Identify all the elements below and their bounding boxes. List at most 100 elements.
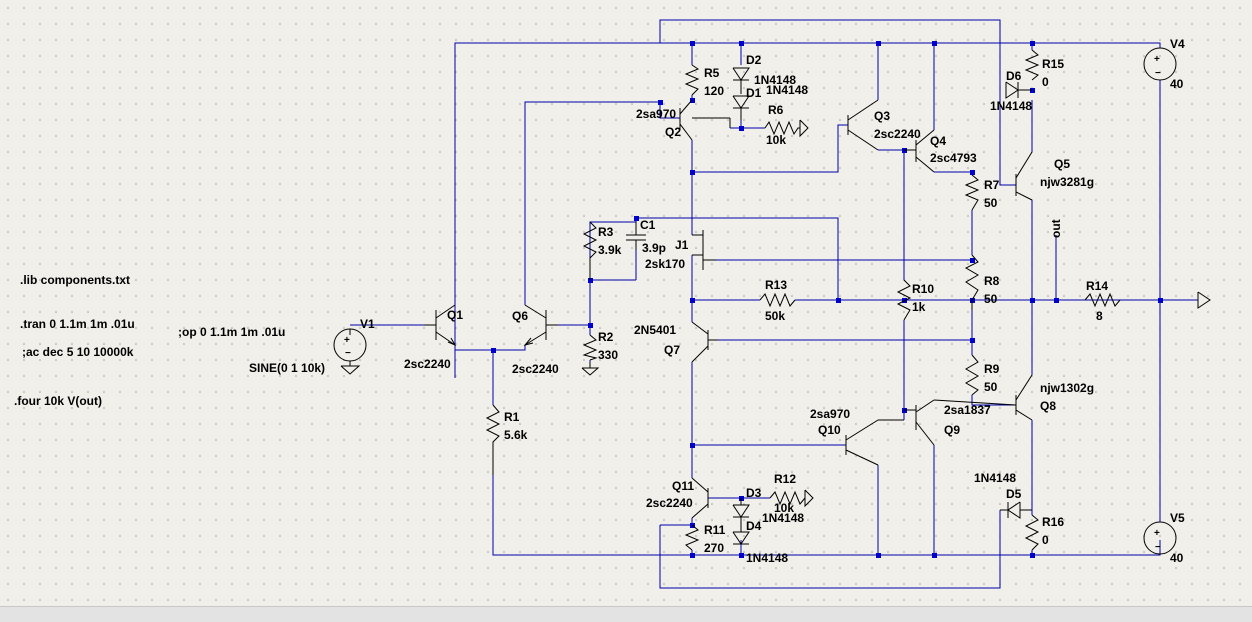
source-v1[interactable]: + − <box>333 328 367 375</box>
op-directive[interactable]: ;op 0 1.1m 1m .01u <box>178 325 285 339</box>
d1-name: D1 <box>746 86 762 100</box>
q10-model: 2sa970 <box>810 407 850 421</box>
q7-model: 2N5401 <box>634 323 676 337</box>
grid-background <box>0 0 1252 606</box>
r10-value: 1k <box>912 300 926 314</box>
directives: .lib components.txt .tran 0 1.1m 1m .01u… <box>14 273 285 408</box>
four-directive[interactable]: .four 10k V(out) <box>14 394 102 408</box>
ac-directive[interactable]: ;ac dec 5 10 10000k <box>22 345 134 359</box>
svg-text:+: + <box>1154 528 1160 539</box>
resistor-symbols <box>485 49 1121 551</box>
wires <box>350 19 1198 589</box>
q7-name: Q7 <box>664 343 680 357</box>
d4-name: D4 <box>746 519 762 533</box>
d2-name: D2 <box>746 53 762 67</box>
d1-model-visible: 1N4148 <box>766 83 808 97</box>
r8-name: R8 <box>984 274 1000 288</box>
q4-model: 2sc4793 <box>930 151 977 165</box>
d5-name: D5 <box>1006 487 1022 501</box>
diode-symbols <box>732 67 1032 545</box>
j1-model: 2sk170 <box>645 257 685 271</box>
r9-name: R9 <box>984 362 1000 376</box>
tran-directive[interactable]: .tran 0 1.1m 1m .01u <box>20 317 135 331</box>
r15-name: R15 <box>1042 57 1064 71</box>
d6-name: D6 <box>1006 69 1022 83</box>
v1-value: SINE(0 1 10k) <box>249 361 325 375</box>
terminals <box>581 119 1211 508</box>
c1-value: 3.9p <box>642 241 666 255</box>
r11-name: R11 <box>704 523 726 537</box>
q6-name: Q6 <box>512 309 528 323</box>
v5-name: V5 <box>1170 511 1185 525</box>
status-bar <box>0 606 1252 622</box>
q11-model: 2sc2240 <box>646 496 693 510</box>
q8-model: njw1302g <box>1040 381 1094 395</box>
source-v4[interactable]: + − <box>1143 47 1177 88</box>
q4-name: Q4 <box>930 134 946 148</box>
out-net-label[interactable]: out <box>1049 219 1063 238</box>
r13-value: 50k <box>765 309 785 323</box>
r6-value: 10k <box>766 133 786 147</box>
lib-directive[interactable]: .lib components.txt <box>20 273 130 287</box>
v5-value: 40 <box>1170 551 1184 565</box>
r14-name: R14 <box>1086 279 1108 293</box>
r9-value: 50 <box>984 380 998 394</box>
r3-name: R3 <box>598 225 614 239</box>
r6-name: R6 <box>768 103 784 117</box>
r14-value: 8 <box>1096 309 1103 323</box>
r5-name: R5 <box>704 66 720 80</box>
schematic-canvas[interactable]: + − + − + − <box>0 0 1252 606</box>
d2-model: 1N4148 <box>754 73 796 87</box>
q5-name: Q5 <box>1054 157 1070 171</box>
svg-text:+: + <box>1154 54 1160 65</box>
svg-text:−: − <box>1155 542 1161 553</box>
capacitor-c1 <box>626 222 646 250</box>
q1-name: Q1 <box>447 308 463 322</box>
q6-model: 2sc2240 <box>512 362 559 376</box>
r16-value: 0 <box>1042 533 1049 547</box>
r12-name: R12 <box>774 472 796 486</box>
r1-value: 5.6k <box>504 428 528 442</box>
r11-value: 270 <box>704 541 724 555</box>
q1-model: 2sc2240 <box>404 357 451 371</box>
r12-value: 10k <box>774 501 794 515</box>
r7-name: R7 <box>984 178 1000 192</box>
q5-model: njw3281g <box>1040 175 1094 189</box>
q8-name: Q8 <box>1040 399 1056 413</box>
v4-value: 40 <box>1170 77 1184 91</box>
q10-name: Q10 <box>818 423 841 437</box>
c1-name: C1 <box>640 218 656 232</box>
r3-value: 3.9k <box>598 243 622 257</box>
q2-model: 2sa970 <box>636 107 676 121</box>
svg-text:−: − <box>345 348 351 359</box>
component-labels: V1 SINE(0 1 10k) V4 40 V5 40 Q1 2sc2240 … <box>249 37 1185 565</box>
r13-name: R13 <box>765 278 787 292</box>
r5-value: 120 <box>704 84 724 98</box>
d5-model: 1N4148 <box>974 471 1016 485</box>
r15-value: 0 <box>1042 75 1049 89</box>
v4-name: V4 <box>1170 37 1185 51</box>
r7-value: 50 <box>984 196 998 210</box>
q11-name: Q11 <box>672 479 694 493</box>
svg-text:−: − <box>1155 68 1161 79</box>
r10-name: R10 <box>912 282 934 296</box>
q2-name: Q2 <box>665 125 681 139</box>
r2-name: R2 <box>598 330 614 344</box>
v1-name: V1 <box>360 317 375 331</box>
q3-name: Q3 <box>874 109 890 123</box>
r16-name: R16 <box>1042 515 1064 529</box>
d3-model: 1N4148 <box>746 551 788 565</box>
r1-name: R1 <box>504 410 520 424</box>
j1-name: J1 <box>675 238 689 252</box>
r8-value: 50 <box>984 292 998 306</box>
r2-value: 330 <box>598 348 618 362</box>
source-v5[interactable]: + − <box>1143 520 1177 555</box>
transistor-symbols <box>424 99 1033 519</box>
d6-model: 1N4148 <box>990 99 1032 113</box>
q3-model: 2sc2240 <box>874 127 921 141</box>
svg-text:+: + <box>344 335 350 346</box>
d4-model: 1N4148 <box>762 511 804 525</box>
d3-name: D3 <box>746 486 762 500</box>
q9-model: 2sa1837 <box>944 403 991 417</box>
q9-name: Q9 <box>944 423 960 437</box>
